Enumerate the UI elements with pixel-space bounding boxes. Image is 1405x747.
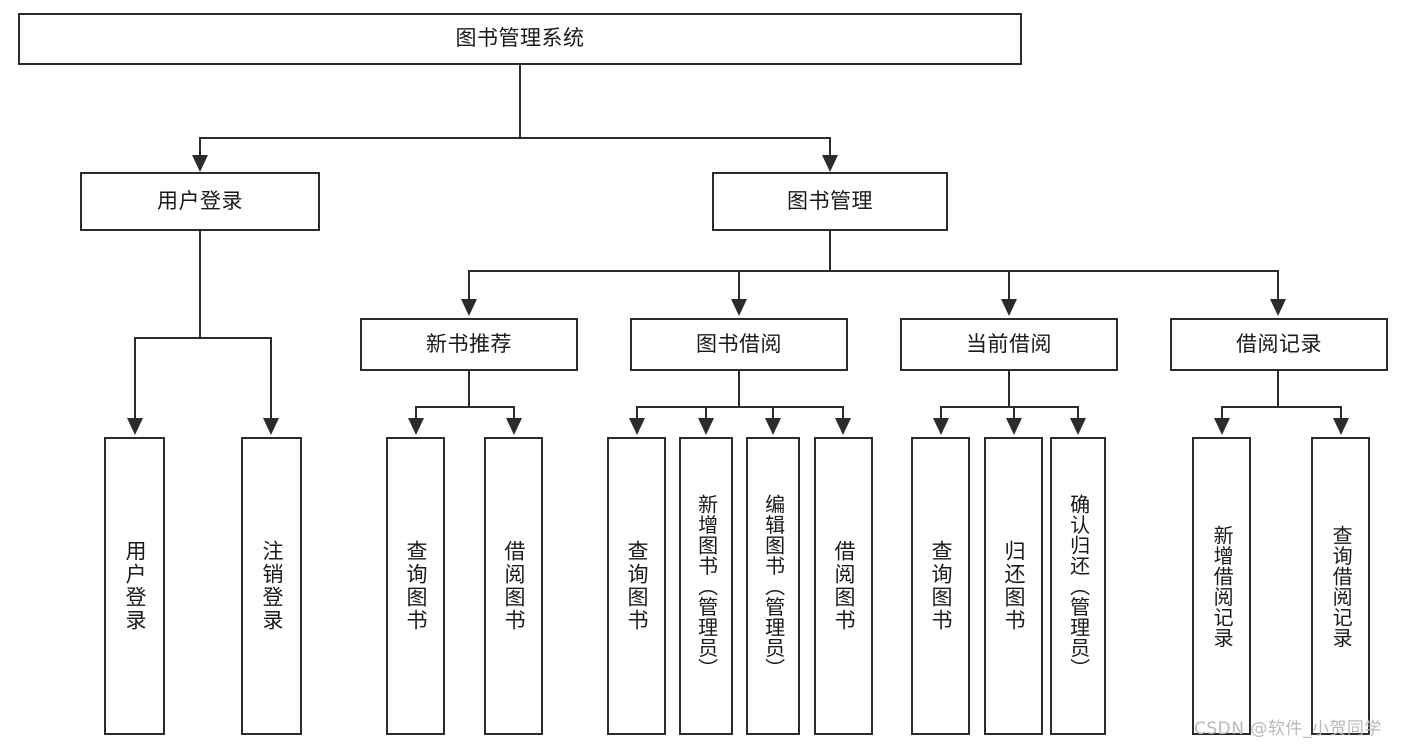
connector-root-stem [519,65,521,137]
node-label: 新增图书（管理员） [694,493,719,679]
arrowhead-book-mgmt-to-new-books [461,299,477,316]
connector-user-login-stem [199,231,201,337]
connector-records-to-query [1340,406,1342,420]
connector-records-to-add [1221,406,1223,420]
leaf-node-query-book-recommend[interactable]: 查询图书 [386,437,445,735]
leaf-node-user-logout[interactable]: 注销登录 [241,437,302,735]
leaf-node-lend-book[interactable]: 借阅图书 [814,437,873,735]
node-label: 查询图书 [403,540,428,632]
node-root-system[interactable]: 图书管理系统 [18,13,1022,65]
node-label: 用户登录 [122,540,147,632]
connector-book-mgmt-bus [468,270,1279,272]
connector-current-bus [940,406,1078,408]
node-label: 借阅图书 [831,540,856,632]
node-book-borrow[interactable]: 图书借阅 [630,318,848,371]
connector-current-stem [1008,371,1010,406]
arrowhead-book-mgmt-to-borrow [731,299,747,316]
arrowhead-current-to-return [1006,418,1022,435]
arrowhead-current-to-confirm [1070,418,1086,435]
connector-root-to-book-mgmt [829,137,831,157]
connector-current-to-return [1013,406,1015,420]
connector-root-bus [199,137,831,139]
connector-user-login-bus [134,337,272,339]
node-label: 查询图书 [624,540,649,632]
leaf-node-query-book-current[interactable]: 查询图书 [911,437,970,735]
node-book-management[interactable]: 图书管理 [712,172,948,231]
arrowhead-borrow-to-edit [765,418,781,435]
connector-borrow-bus [636,406,844,408]
arrowhead-borrow-to-lend [835,418,851,435]
connector-borrow-to-add [705,406,707,420]
arrowhead-borrow-to-add [698,418,714,435]
connector-book-mgmt-to-records [1277,270,1279,300]
node-label: 注销登录 [259,540,284,632]
connector-book-mgmt-stem [829,231,831,270]
node-label: 图书管理系统 [455,26,585,51]
arrowhead-root-to-user-login [192,155,208,172]
arrowhead-records-to-query [1333,418,1349,435]
connector-borrow-to-lend [842,406,844,420]
connector-records-bus [1221,406,1341,408]
leaf-node-borrow-book-recommend[interactable]: 借阅图书 [484,437,543,735]
connector-user-login-to-login [134,337,136,420]
arrowhead-current-to-query [933,418,949,435]
arrowhead-borrow-to-query [629,418,645,435]
node-label: 图书管理 [787,188,873,213]
leaf-node-add-borrow-record[interactable]: 新增借阅记录 [1192,437,1251,735]
arrowhead-new-books-to-borrow [506,418,522,435]
connector-new-books-to-borrow [513,406,515,420]
node-label: 新书推荐 [426,331,512,356]
node-current-borrow[interactable]: 当前借阅 [900,318,1118,371]
node-label: 借阅记录 [1236,331,1322,356]
node-borrow-records[interactable]: 借阅记录 [1170,318,1388,371]
arrowhead-book-mgmt-to-records [1270,299,1286,316]
arrowhead-user-login-to-logout [263,418,279,435]
leaf-node-edit-book-admin[interactable]: 编辑图书（管理员） [746,437,800,735]
connector-borrow-to-edit [772,406,774,420]
node-label: 新增借阅记录 [1210,524,1235,648]
connector-borrow-to-query [636,406,638,420]
connector-book-mgmt-to-new-books [468,270,470,300]
connector-new-books-to-query [415,406,417,420]
node-label: 查询图书 [928,540,953,632]
leaf-node-query-borrow-record[interactable]: 查询借阅记录 [1311,437,1370,735]
arrowhead-root-to-book-mgmt [822,155,838,172]
leaf-node-return-book[interactable]: 归还图书 [984,437,1043,735]
connector-user-login-to-logout [270,337,272,420]
arrowhead-new-books-to-query [408,418,424,435]
node-label: 当前借阅 [966,331,1052,356]
arrowhead-user-login-to-login [127,418,143,435]
node-label: 编辑图书（管理员） [761,493,786,679]
connector-book-mgmt-to-current [1008,270,1010,300]
connector-new-books-stem [468,371,470,406]
node-label: 归还图书 [1001,540,1026,632]
node-new-book-recommend[interactable]: 新书推荐 [360,318,578,371]
leaf-node-query-book-borrow[interactable]: 查询图书 [607,437,666,735]
leaf-node-confirm-return-admin[interactable]: 确认归还（管理员） [1050,437,1106,735]
node-label: 确认归还（管理员） [1066,493,1091,679]
arrowhead-book-mgmt-to-current [1001,299,1017,316]
connector-book-mgmt-to-borrow [738,270,740,300]
leaf-node-user-login[interactable]: 用户登录 [104,437,165,735]
connector-records-stem [1277,371,1279,406]
connector-root-to-user-login [199,137,201,157]
connector-new-books-bus [415,406,514,408]
connector-borrow-stem [738,371,740,406]
node-label: 用户登录 [157,188,243,213]
connector-current-to-confirm [1077,406,1079,420]
leaf-node-add-book-admin[interactable]: 新增图书（管理员） [679,437,733,735]
node-user-login[interactable]: 用户登录 [80,172,320,231]
node-label: 图书借阅 [696,331,782,356]
arrowhead-records-to-add [1214,418,1230,435]
node-label: 查询借阅记录 [1329,524,1354,648]
node-label: 借阅图书 [501,540,526,632]
connector-current-to-query [940,406,942,420]
